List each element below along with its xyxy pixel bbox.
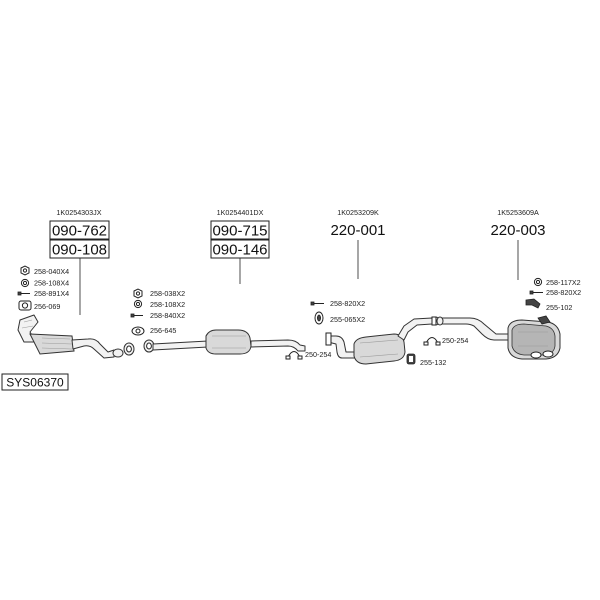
- washer-icon: [533, 277, 543, 287]
- bracket-icon: [525, 298, 541, 309]
- bolt-icon: [17, 291, 30, 296]
- rubber-mount-icon: [406, 353, 416, 365]
- bolt-icon: [310, 301, 324, 306]
- middle-pipe-drawing: [143, 329, 306, 355]
- part-box-090-108[interactable]: [49, 239, 110, 259]
- part-number-220-003[interactable]: 220-003: [490, 222, 545, 239]
- oe-number-2: 1K0254401DX: [217, 208, 264, 217]
- bolt-icon: [130, 313, 143, 318]
- gasket-icon: [131, 326, 145, 336]
- bolt-icon: [529, 290, 543, 295]
- hw-255-132: 255-132: [420, 358, 446, 367]
- part-number-090-146[interactable]: 090-146: [212, 242, 267, 259]
- oe-number-1: 1K0254303JX: [56, 208, 101, 217]
- gasket-icon: [18, 300, 32, 311]
- clamp-icon: [285, 351, 303, 360]
- hw-258-820X2-rear: 258-820X2: [546, 288, 581, 297]
- hw-250-254-a: 250-254: [305, 350, 331, 359]
- nut-icon: [20, 265, 30, 276]
- hw-250-254-b: 250-254: [442, 336, 468, 345]
- hw-256-645: 256-645: [150, 326, 176, 335]
- section-middle-pipe: 1K0254401DX 090-715 090-146 258-038X2 25…: [130, 208, 306, 355]
- section-rear-muffler: 1K5253609A 220-003 258-117X2 258-820X2 2…: [436, 208, 581, 360]
- hw-258-038X2: 258-038X2: [150, 289, 185, 298]
- hw-258-840X2: 258-840X2: [150, 311, 185, 320]
- washer-icon: [20, 278, 30, 288]
- center-muffler-drawing: [325, 316, 440, 365]
- oe-number-4: 1K5253609A: [497, 208, 539, 217]
- hanger-icon: [314, 311, 324, 325]
- system-code: SYS06370: [1, 373, 69, 391]
- hw-258-891X4: 258-891X4: [34, 289, 69, 298]
- part-number-220-001[interactable]: 220-001: [330, 222, 385, 239]
- catalytic-converter-drawing: [17, 314, 135, 359]
- system-code-box: [1, 373, 69, 391]
- hw-258-040X4: 258-040X4: [34, 267, 69, 276]
- part-number-090-715[interactable]: 090-715: [212, 223, 267, 240]
- system-code-label: SYS06370: [6, 376, 64, 390]
- oe-number-3: 1K0253209K: [337, 208, 379, 217]
- hw-258-108X2: 258-108X2: [150, 300, 185, 309]
- part-number-090-762[interactable]: 090-762: [52, 223, 107, 240]
- rear-muffler-drawing: [436, 315, 561, 360]
- washer-icon: [133, 299, 143, 309]
- section-center-muffler: 1K0253209K 220-001 258-820X2 255-065X2 2…: [285, 208, 468, 367]
- hw-258-117X2: 258-117X2: [546, 278, 581, 287]
- hw-255-065X2: 255-065X2: [330, 315, 365, 324]
- nut-icon: [133, 288, 143, 299]
- part-box-090-762[interactable]: [49, 220, 110, 240]
- hw-258-820X2: 258-820X2: [330, 299, 365, 308]
- hw-256-069: 256-069: [34, 302, 60, 311]
- part-number-090-108[interactable]: 090-108: [52, 242, 107, 259]
- clamp-icon: [423, 337, 441, 346]
- part-box-090-715[interactable]: [210, 220, 270, 240]
- section-front-pipe: 1K0254303JX 090-762 090-108 258-040X4 25…: [17, 208, 135, 359]
- hw-258-108X4: 258-108X4: [34, 279, 69, 288]
- hw-255-102: 255-102: [546, 303, 572, 312]
